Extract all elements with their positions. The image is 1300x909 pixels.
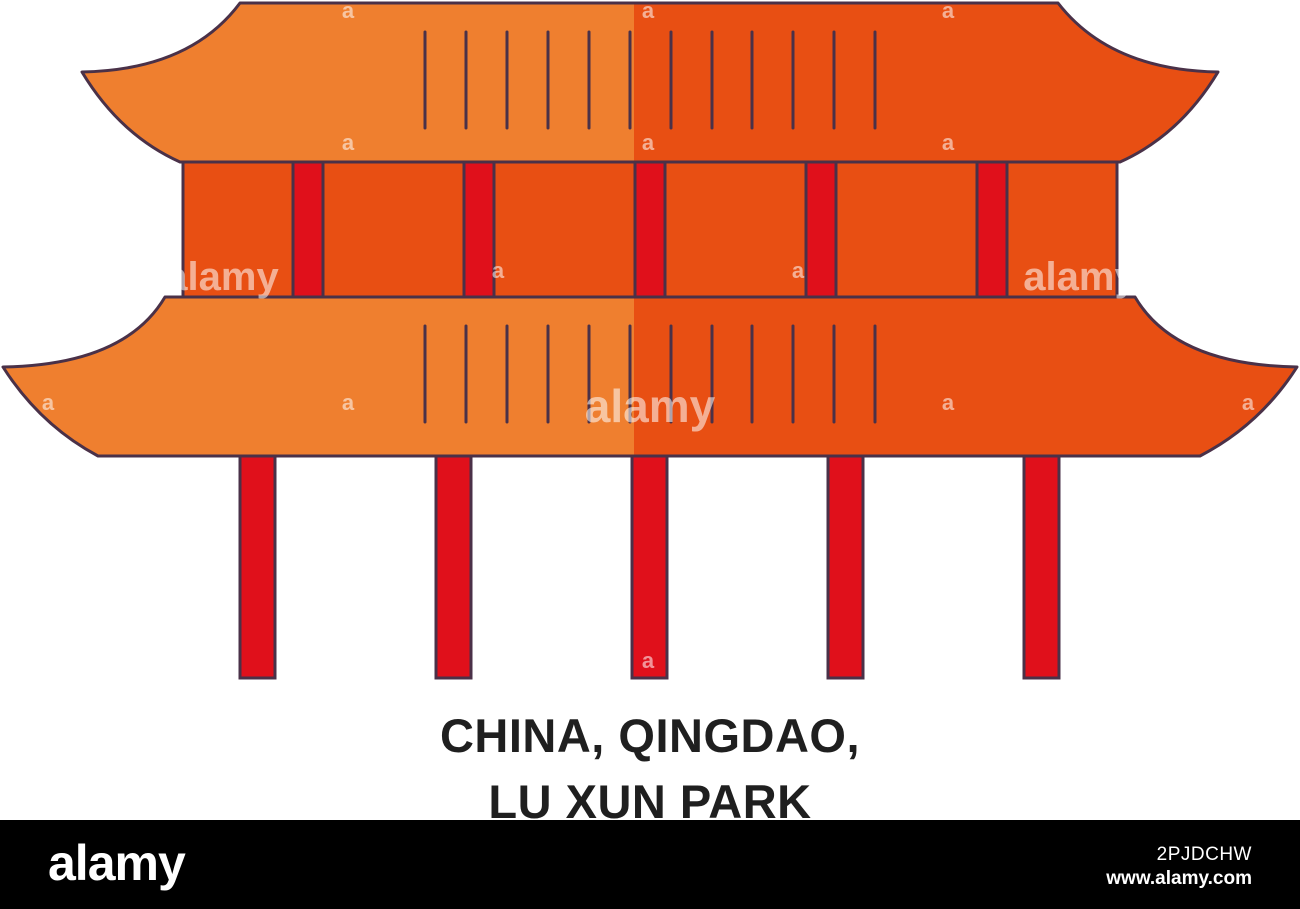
building-wall: [181, 160, 1119, 299]
support-pillar: [1022, 454, 1061, 680]
wall-post: [975, 160, 1009, 299]
watermark-small: a: [342, 0, 355, 23]
watermark-small: a: [492, 258, 505, 283]
footer-bar: alamy 2PJDCHW www.alamy.com: [0, 820, 1300, 909]
lower-roof: [1, 295, 1299, 458]
upper-roof: [80, 1, 1220, 164]
watermark-small: a: [42, 390, 55, 415]
watermark-small: a: [792, 258, 805, 283]
support-pillar: [826, 454, 865, 680]
brand-logo: alamy: [48, 835, 186, 891]
wall-post: [804, 160, 838, 299]
support-pillar: [238, 454, 277, 680]
wall-post: [462, 160, 496, 299]
watermark-center: alamy: [585, 380, 716, 432]
watermark-layer: alamy alamy alamy a a a a a a a a a a a a a a a: [42, 0, 1255, 673]
pagoda-illustration: alamy alamy alamy a a a a a a a a a a a a a a a: [1, 0, 1299, 680]
support-pillars: [238, 454, 1061, 680]
watermark-small: a: [642, 130, 655, 155]
image-id: 2PJDCHW: [1156, 844, 1252, 865]
watermark-small: a: [642, 0, 655, 23]
watermark-small: a: [342, 130, 355, 155]
support-pillar: [630, 454, 669, 680]
watermark-small: a: [342, 390, 355, 415]
caption-line-1: CHINA, QINGDAO,: [439, 709, 861, 762]
watermark-left: alamy: [165, 255, 279, 299]
caption-line-2: LU XUN PARK: [488, 775, 812, 828]
watermark-right: alamy: [1023, 255, 1137, 299]
watermark-small: a: [942, 130, 955, 155]
watermark-small: a: [42, 0, 55, 23]
watermark-small: a: [942, 0, 955, 23]
watermark-small: a: [642, 648, 655, 673]
watermark-small: a: [1242, 0, 1255, 23]
watermark-small: a: [942, 390, 955, 415]
wall-post: [633, 160, 667, 299]
site-url: www.alamy.com: [1106, 868, 1252, 889]
wall-post: [291, 160, 325, 299]
watermark-small: a: [1242, 390, 1255, 415]
support-pillar: [434, 454, 473, 680]
